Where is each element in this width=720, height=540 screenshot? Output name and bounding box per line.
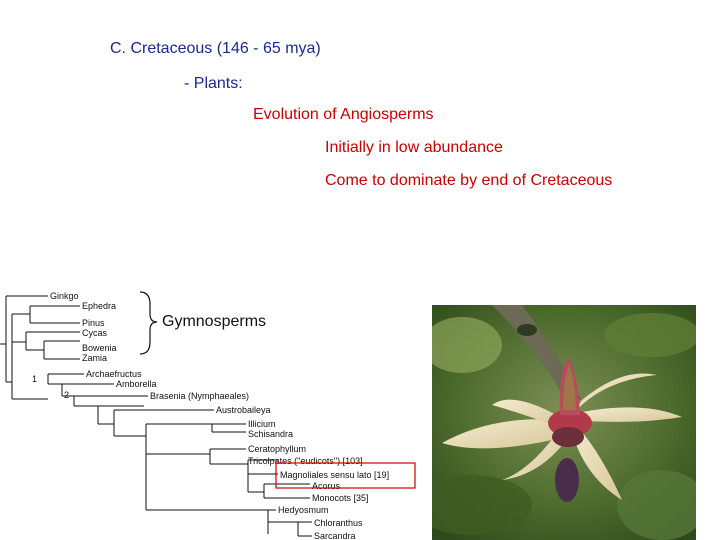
taxon-label: Illicium <box>248 419 276 429</box>
bullet-plants: - Plants: <box>184 75 243 92</box>
taxon-label: Pinus <box>82 318 105 328</box>
highlight-box <box>275 462 416 489</box>
bullet-come-to-dominate: Come to dominate by end of Cretaceous <box>325 172 613 189</box>
taxon-label: Tricolpates ("eudicots") [103] <box>248 456 363 466</box>
taxon-label: Austrobaileya <box>216 405 271 415</box>
node-label: 1 <box>32 374 37 384</box>
taxon-label: Amborella <box>116 379 157 389</box>
taxon-label: Ginkgo <box>50 291 79 301</box>
node-label: 2 <box>64 390 69 400</box>
tree-labels: Ginkgo Ephedra Pinus Cycas Bowenia Zamia… <box>32 291 389 540</box>
taxon-label: Ceratophyllum <box>248 444 306 454</box>
gymnosperms-label: Gymnosperms <box>162 313 267 330</box>
taxon-label: Archaefructus <box>86 369 142 379</box>
taxon-label: Ephedra <box>82 301 116 311</box>
phylogeny-tree: Ginkgo Ephedra Pinus Cycas Bowenia Zamia… <box>0 291 416 540</box>
taxon-label: Sarcandra <box>314 531 356 540</box>
tree-branches <box>0 295 312 537</box>
taxon-label: Cycas <box>82 328 108 338</box>
taxon-label: Zamia <box>82 353 107 363</box>
taxon-label: Hedyosmum <box>278 505 329 515</box>
taxon-label: Monocots [35] <box>312 493 369 503</box>
bullet-evolution-angiosperms: Evolution of Angiosperms <box>253 106 434 123</box>
taxon-label: Magnoliales sensu lato [19] <box>280 470 389 480</box>
taxon-label: Chloranthus <box>314 518 363 528</box>
taxon-label: Acorus <box>312 481 341 491</box>
magnolia-flower-photo <box>432 305 696 540</box>
taxon-label: Schisandra <box>248 429 293 439</box>
taxon-label: Bowenia <box>82 343 117 353</box>
slide-title: C. Cretaceous (146 - 65 mya) <box>110 40 321 57</box>
bullet-initially-low-abundance: Initially in low abundance <box>325 139 503 156</box>
taxon-label: Brasenia (Nymphaeales) <box>150 391 249 401</box>
gymnosperm-brace <box>139 291 158 355</box>
